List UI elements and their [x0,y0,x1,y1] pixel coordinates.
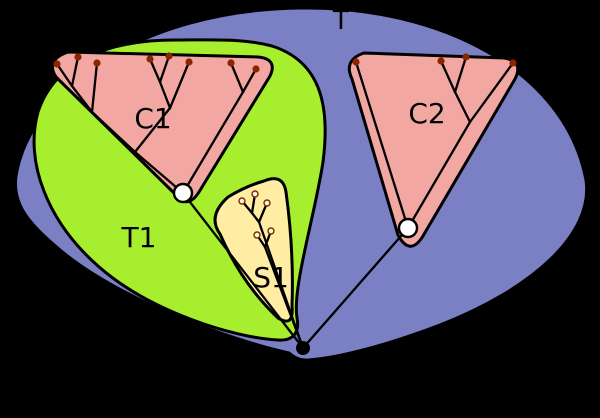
tree-edge [90,110,137,154]
label-clade2: C2 [408,97,445,130]
label-clade1: C1 [134,102,171,135]
tree-edge [181,90,245,195]
tree-edge [468,61,515,124]
tree-edge [148,57,162,84]
tip-dot [263,199,271,207]
tip-dots [238,190,275,239]
tree-edge [354,60,410,230]
tree-edge [133,106,172,154]
leaf-dot [53,60,61,68]
tree-edge [453,55,468,94]
tip-dot [267,227,275,235]
tree-edge [168,60,191,110]
tree-edge [453,90,472,124]
tip-dot [251,190,259,198]
leaf-dot [352,58,360,66]
internal-node [397,217,419,239]
leaf-dot [165,52,173,60]
label-subtree: T1 [121,221,157,254]
tree-edge [90,61,99,114]
tree-edge [241,67,258,94]
tip-dot [253,231,261,239]
tree-edge [158,54,171,84]
tree-edge [133,150,185,195]
tree-edges [55,54,515,350]
tip-dot [238,197,246,205]
tree-edge [439,59,457,94]
leaf-dot [227,59,235,67]
tree-edge [263,245,305,350]
leaf-dot [252,65,260,73]
tree-edge [301,226,410,350]
tree-edge [158,80,172,110]
root-node [296,341,310,355]
tree-edge [70,84,94,114]
tree-edge [181,191,305,350]
leaf-dot [509,59,517,67]
tree-edge [70,55,80,88]
leaf-dot [437,57,445,65]
tree-edge [229,61,245,94]
leaf-dot [74,53,82,61]
leaf-dot [146,55,154,63]
tree-edge [55,62,74,88]
label-tree: T [332,6,349,36]
leaf-dot [185,58,193,66]
leaf-dot [462,53,470,61]
internal-node [172,182,194,204]
tree-edge [406,120,472,230]
tree-edge [250,211,261,224]
internal-nodes [172,182,419,355]
label-group: S1 [253,261,289,294]
leaf-dot [93,59,101,67]
group-region [213,177,294,323]
leaf-dots [53,52,517,73]
